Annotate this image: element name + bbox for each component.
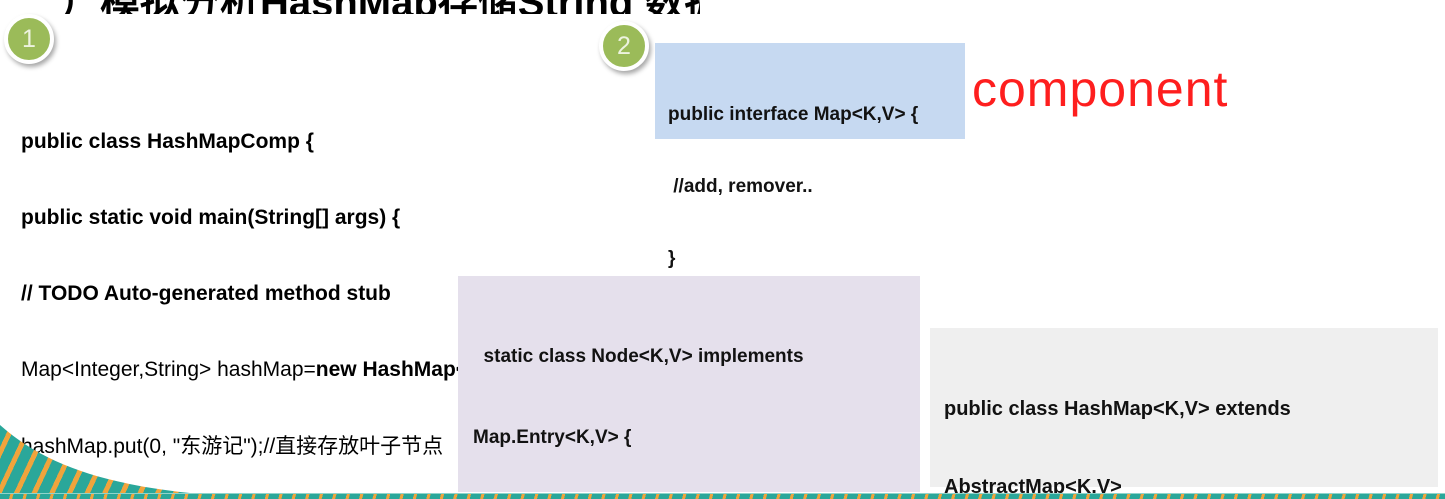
code-line: public interface Map<K,V> { [668, 104, 919, 125]
code-line: // TODO Auto-generated method stub [21, 282, 391, 306]
code-line: AbstractMap<K,V> [944, 476, 1122, 498]
clipped-heading-text: ）模拟分析HashMap存储String 数据 [60, 0, 700, 14]
code-line: Map.Entry<K,V> { [473, 427, 632, 448]
clipped-heading: ）模拟分析HashMap存储String 数据 [60, 0, 700, 14]
code-line: public class HashMapComp { [21, 129, 314, 153]
map-interface-box: public interface Map<K,V> { //add, remov… [655, 43, 965, 269]
code-line: static class Node<K,V> implements [473, 346, 804, 367]
hashmap-class-box: public class HashMap<K,V> extends Abstra… [930, 328, 1438, 498]
code-line: public static void main(String[] args) { [21, 206, 401, 230]
bottom-ribbon-decoration [0, 493, 1445, 499]
step-marker-1: 1 [4, 14, 54, 64]
component-label: component [972, 61, 1229, 117]
node-class-box: static class Node<K,V> implements Map.En… [458, 276, 920, 492]
step-marker-2-number: 2 [617, 31, 631, 60]
code-line: hashMap.put(0, "东游记");//直接存放叶子节点 [21, 434, 444, 458]
step-marker-1-number: 1 [22, 24, 36, 53]
code-line: } [668, 248, 676, 269]
code-line: public class HashMap<K,V> extends [944, 398, 1291, 420]
code-line: //add, remover.. [668, 176, 813, 197]
step-marker-2: 2 [599, 21, 649, 71]
